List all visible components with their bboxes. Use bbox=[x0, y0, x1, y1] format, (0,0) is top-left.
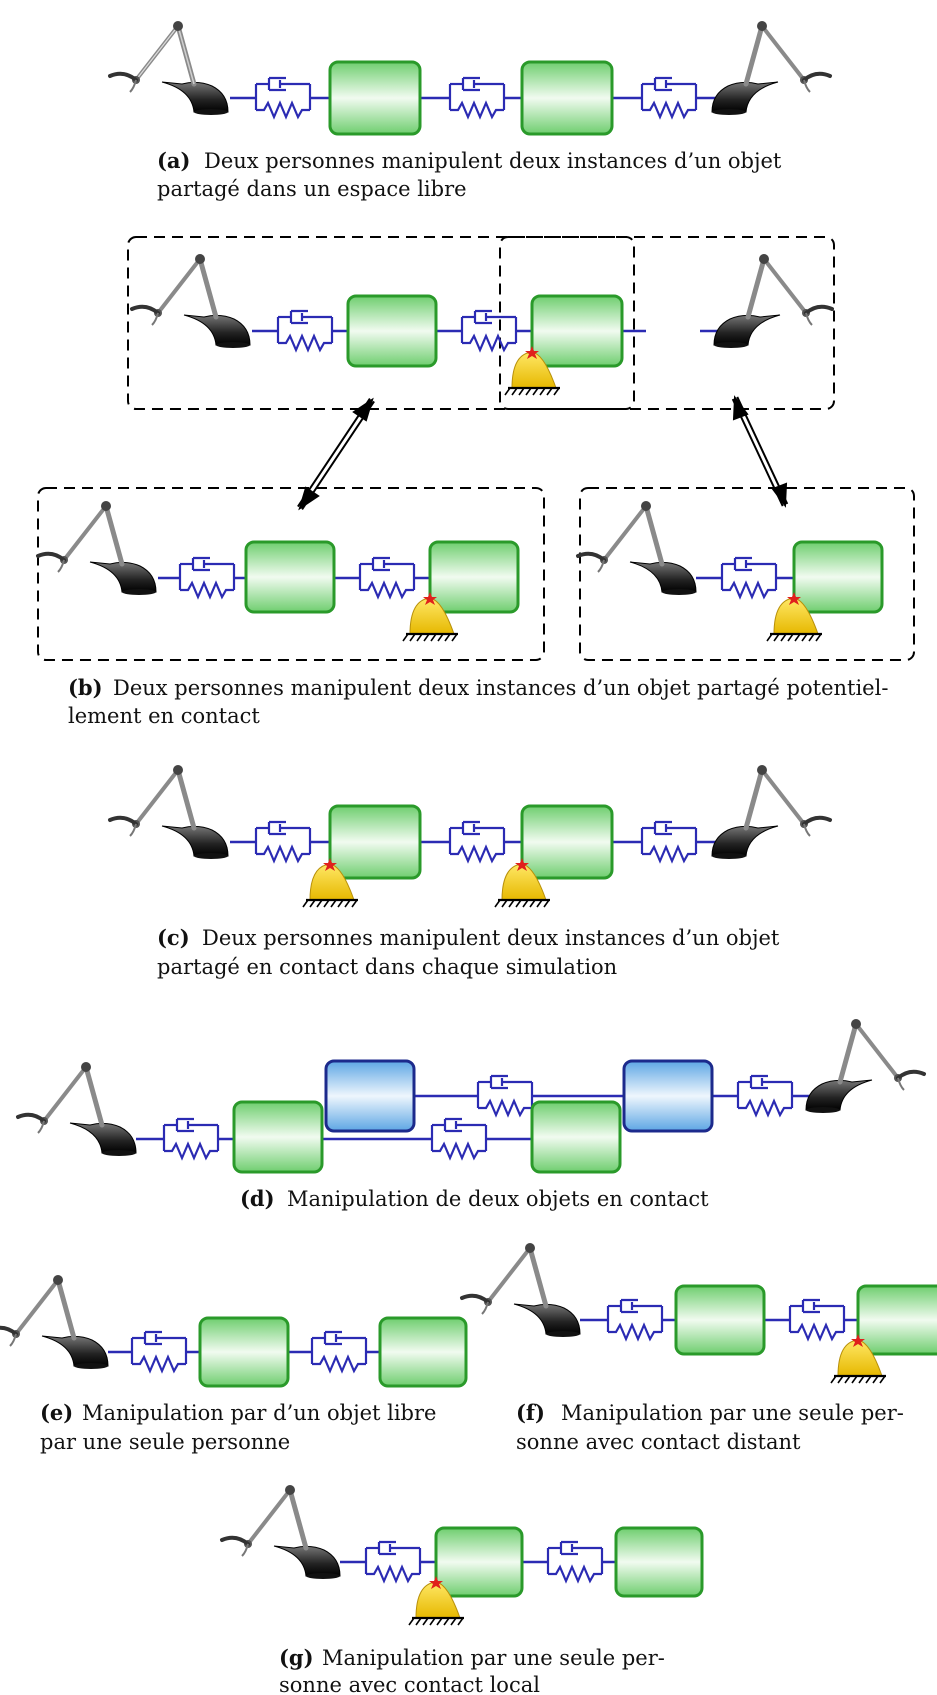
contact-surface-icon bbox=[504, 346, 560, 396]
object bbox=[674, 1284, 766, 1356]
panel-c: (c) Deux personnes manipulent deux insta… bbox=[108, 765, 832, 979]
caption-g: (g) Manipulation par une seule per- sonn… bbox=[279, 1645, 672, 1695]
object bbox=[378, 1316, 468, 1388]
spring-damper-icon bbox=[358, 556, 416, 600]
contact-surface-icon bbox=[830, 1334, 886, 1384]
spring-damper-icon bbox=[310, 1330, 368, 1374]
contact-surface-icon bbox=[494, 858, 550, 908]
object bbox=[428, 540, 520, 614]
dashed-frame-top-right bbox=[499, 236, 835, 410]
haptic-device-right-icon bbox=[711, 765, 832, 859]
haptic-device-right-icon bbox=[805, 1019, 926, 1113]
panel-e: (e) Manipulation par d’un objet libre pa… bbox=[0, 1275, 468, 1454]
object-a-copy-2 bbox=[530, 1100, 622, 1174]
spring-damper-icon bbox=[276, 309, 334, 353]
dashed-frame-bottom-left bbox=[37, 487, 545, 661]
shared-object-left bbox=[328, 60, 422, 136]
spring-damper-icon bbox=[448, 76, 506, 120]
object bbox=[614, 1526, 704, 1598]
haptic-device-left-icon bbox=[576, 501, 697, 595]
haptic-device-left-icon bbox=[16, 1062, 137, 1156]
haptic-device-right-icon bbox=[713, 254, 834, 348]
haptic-device-left-icon bbox=[0, 1275, 109, 1369]
spring-damper-icon bbox=[430, 1117, 488, 1161]
haptic-device-left-icon bbox=[220, 1485, 341, 1579]
spring-damper-icon bbox=[476, 1074, 534, 1118]
spring-damper-icon bbox=[546, 1540, 604, 1584]
spring-damper-icon bbox=[178, 556, 236, 600]
spring-damper-icon bbox=[640, 820, 698, 864]
object-b-copy-1 bbox=[324, 1059, 416, 1133]
spring-damper-icon bbox=[162, 1117, 220, 1161]
haptic-device-right-icon bbox=[711, 21, 832, 115]
panel-b: (b) Deux personnes manipulent deux insta… bbox=[36, 236, 915, 728]
panel-f: (f) Manipulation par une seule per- sonn… bbox=[460, 1243, 937, 1454]
spring-damper-icon bbox=[364, 1540, 422, 1584]
shared-object-left bbox=[328, 804, 422, 880]
haptic-device-left-icon bbox=[36, 501, 157, 595]
contact-surface-icon bbox=[766, 592, 822, 642]
caption-a: (a) Deux personnes manipulent deux insta… bbox=[157, 148, 788, 201]
shared-object-right bbox=[520, 60, 614, 136]
contact-surface-icon bbox=[402, 592, 458, 642]
haptic-device-left-icon bbox=[108, 765, 229, 859]
spring-damper-icon bbox=[254, 76, 312, 120]
dashed-frame-top-left bbox=[127, 236, 635, 410]
spring-damper-icon bbox=[736, 1074, 794, 1118]
caption-b: (b) Deux personnes manipulent deux insta… bbox=[68, 675, 895, 728]
caption-f: (f) Manipulation par une seule per- sonn… bbox=[516, 1400, 911, 1454]
spring-damper-icon bbox=[640, 76, 698, 120]
haptic-device-left-icon bbox=[108, 21, 229, 115]
object bbox=[792, 540, 884, 614]
caption-d: (d) Manipulation de deux objets en conta… bbox=[240, 1186, 709, 1211]
haptic-device-left-icon bbox=[460, 1243, 581, 1337]
contact-surface-icon bbox=[408, 1576, 464, 1626]
panel-d: (d) Manipulation de deux objets en conta… bbox=[16, 1019, 926, 1211]
spring-damper-icon bbox=[460, 309, 518, 353]
spring-damper-icon bbox=[448, 820, 506, 864]
shared-object-right bbox=[520, 804, 614, 880]
spring-damper-icon bbox=[720, 556, 778, 600]
object bbox=[198, 1316, 290, 1388]
contact-surface-icon bbox=[302, 858, 358, 908]
object bbox=[434, 1526, 524, 1598]
object-a-copy-1 bbox=[232, 1100, 324, 1174]
spring-damper-icon bbox=[254, 820, 312, 864]
spring-damper-icon bbox=[606, 1298, 664, 1342]
object bbox=[244, 540, 336, 614]
panel-a: (a) Deux personnes manipulent deux insta… bbox=[108, 21, 832, 201]
object-b-copy-2 bbox=[622, 1059, 714, 1133]
shared-object-right bbox=[530, 294, 624, 368]
object bbox=[856, 1284, 937, 1356]
spring-damper-icon bbox=[130, 1330, 188, 1374]
shared-object-left bbox=[346, 294, 438, 368]
double-arrow-icon bbox=[297, 397, 375, 511]
caption-e: (e) Manipulation par d’un objet libre pa… bbox=[40, 1400, 443, 1454]
spring-damper-icon bbox=[788, 1298, 846, 1342]
dashed-frame-bottom-right bbox=[579, 487, 915, 661]
panel-g: (g) Manipulation par une seule per- sonn… bbox=[220, 1485, 704, 1695]
haptic-device-left-icon bbox=[130, 254, 251, 348]
caption-c: (c) Deux personnes manipulent deux insta… bbox=[157, 925, 786, 979]
